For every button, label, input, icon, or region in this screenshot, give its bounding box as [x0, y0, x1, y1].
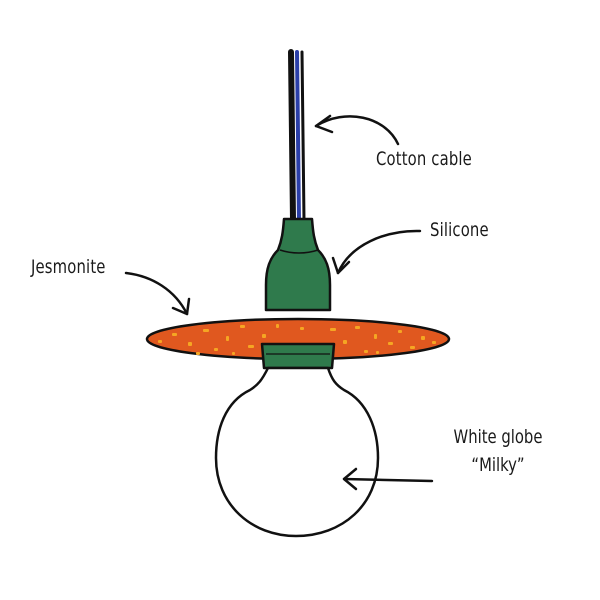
white-globe-bulb	[214, 366, 380, 538]
white-globe-arrow	[342, 467, 434, 491]
label-milky: “Milky”	[471, 454, 525, 476]
cotton-cable	[288, 49, 306, 223]
label-cotton-cable: Cotton cable	[376, 148, 472, 170]
jesmonite-arrow	[124, 271, 191, 316]
label-jesmonite: Jesmonite	[31, 256, 106, 278]
label-silicone: Silicone	[430, 219, 489, 241]
silicone-arrow	[331, 229, 422, 275]
cotton-cable-arrow	[314, 114, 400, 146]
silicone-holder	[264, 217, 332, 312]
silicone-collar	[260, 342, 336, 370]
label-white-globe: White globe	[453, 426, 543, 448]
